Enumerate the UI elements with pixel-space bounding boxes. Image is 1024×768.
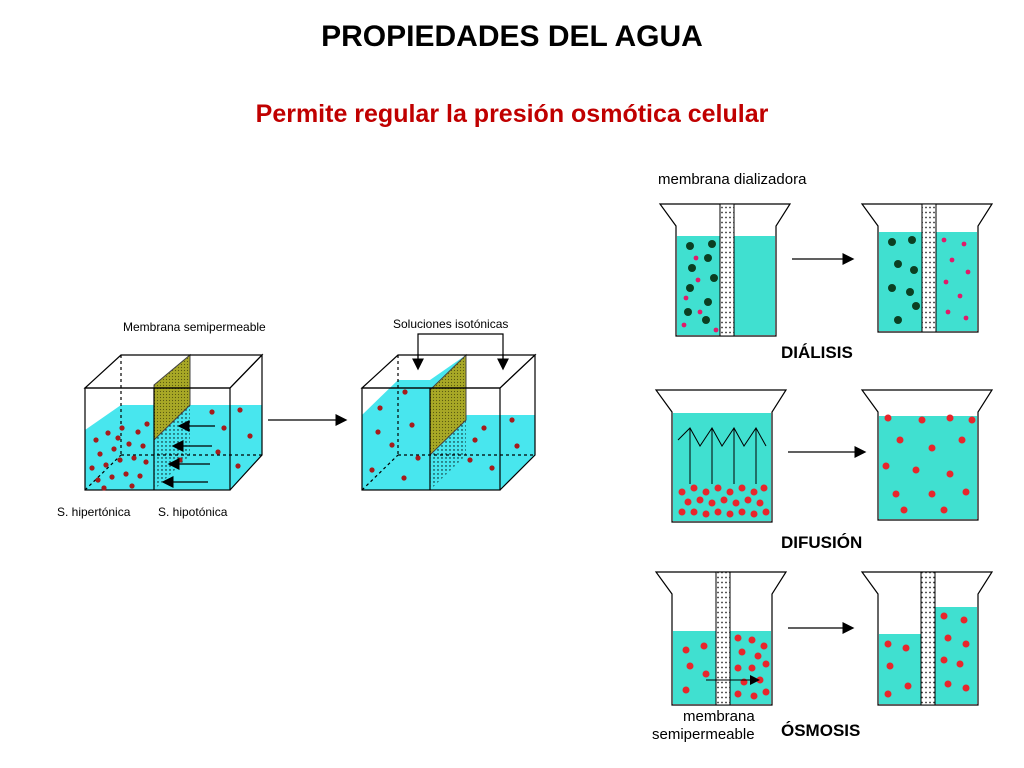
isotonic-bracket bbox=[412, 333, 509, 371]
isotonic-label: Soluciones isotónicas bbox=[393, 317, 508, 331]
dialysis-pink-particles bbox=[681, 255, 719, 333]
hypotonic-particles bbox=[177, 407, 253, 469]
hypertonic-particles bbox=[89, 421, 150, 491]
diffusion-diagram: DIFUSIÓN bbox=[654, 389, 994, 552]
osmosis-particles-after bbox=[884, 612, 970, 698]
isotonic-particles bbox=[369, 389, 520, 481]
diffusion-label: DIFUSIÓN bbox=[781, 533, 862, 552]
page-title: PROPIEDADES DEL AGUA bbox=[321, 20, 703, 53]
hypertonic-label: S. hipertónica bbox=[57, 505, 131, 519]
diffusion-particles-before bbox=[678, 484, 770, 518]
osmosis-label: ÓSMOSIS bbox=[781, 721, 860, 740]
osmosis-process-diagram: membrana semipermeable ÓSMOSIS bbox=[652, 571, 994, 743]
dialysis-membrane-label: membrana dializadora bbox=[658, 171, 807, 188]
page-subtitle: Permite regular la presión osmótica celu… bbox=[255, 100, 769, 128]
isotonic-box: Soluciones isotónicas bbox=[360, 317, 537, 491]
dialysis-dark-particles bbox=[684, 240, 718, 324]
dialysis-label: DIÁLISIS bbox=[781, 343, 853, 362]
osmosis-membrane-label-1: membrana bbox=[683, 708, 755, 725]
osmosis-membrane-label-2: semipermeable bbox=[652, 726, 755, 743]
hypotonic-label: S. hipotónica bbox=[158, 505, 228, 519]
diffusion-particles-after bbox=[882, 414, 976, 514]
dialysis-diagram: membrana dializadora DIÁLISIS bbox=[658, 171, 994, 362]
membrane-label: Membrana semipermeable bbox=[123, 320, 266, 334]
water-flow-arrows bbox=[161, 420, 215, 488]
hypertonic-hypotonic-box: Membrana semipermeable S. hipertónica S.… bbox=[57, 320, 266, 519]
